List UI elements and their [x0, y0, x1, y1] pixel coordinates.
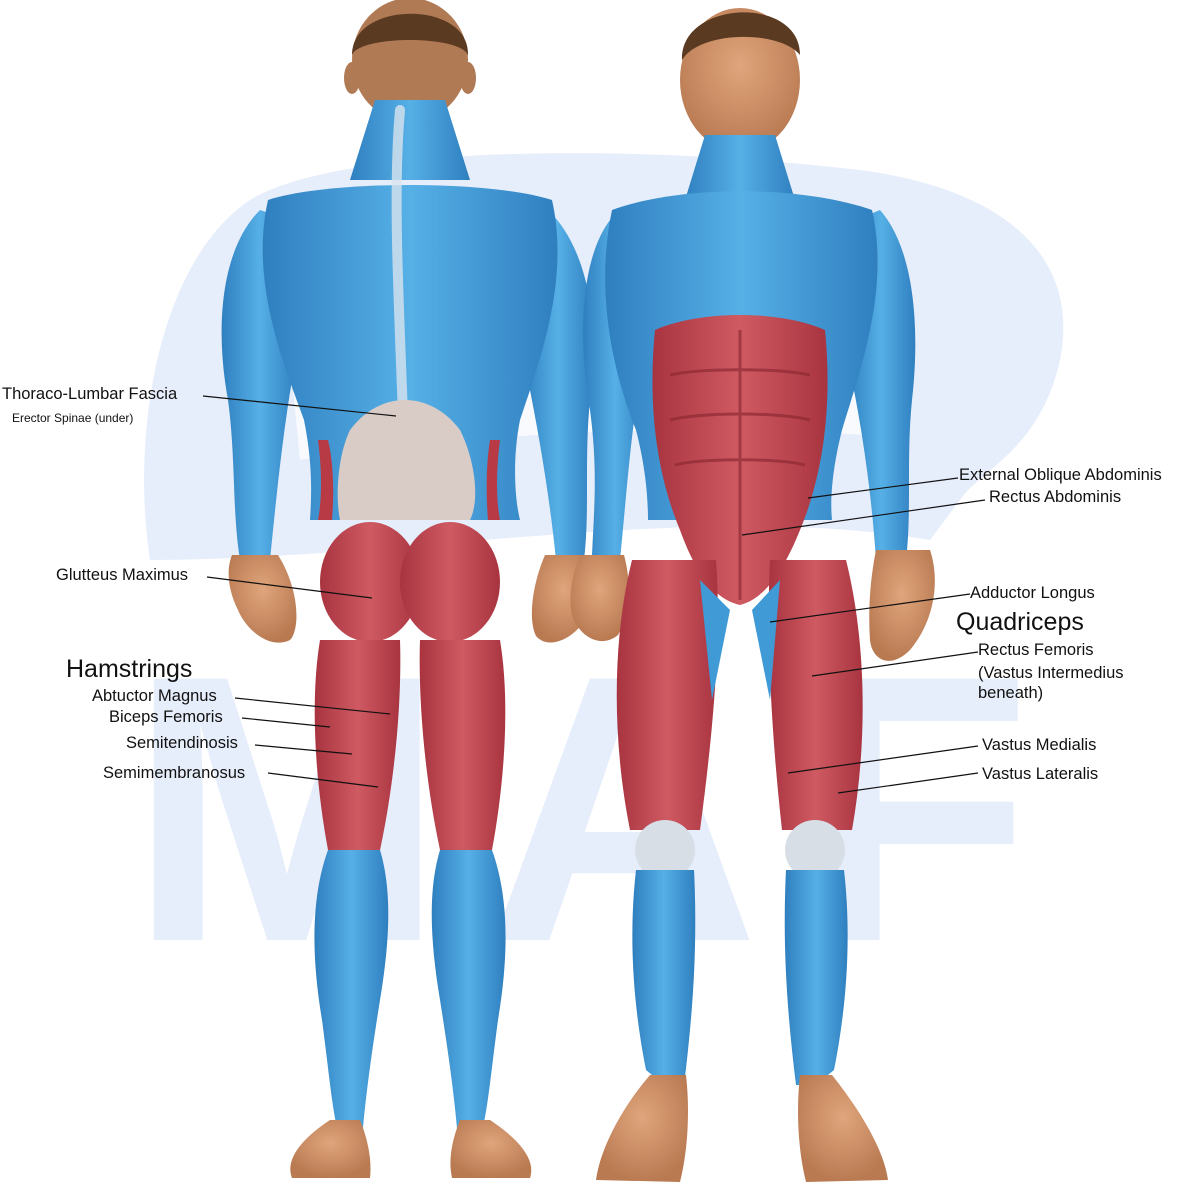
front-right-hand — [869, 550, 935, 661]
back-hair — [352, 13, 469, 55]
front-right-foot — [798, 1075, 888, 1182]
leader-semimembranosus — [267, 772, 379, 788]
label-vastus-intermedius: (Vastus Intermedius beneath) — [978, 664, 1124, 702]
label-erector-spinae: Erector Spinae (under) — [12, 411, 134, 425]
label-glutteus-maximus: Glutteus Maximus — [56, 566, 189, 584]
thoraco-lumbar-fascia-region — [337, 400, 476, 520]
back-left-foot — [290, 1120, 371, 1178]
leader-biceps — [241, 717, 331, 728]
front-view-figure — [570, 8, 935, 1182]
back-left-hand — [228, 555, 297, 643]
leader-rectus-femoris — [811, 651, 979, 677]
label-thoraco-lumbar-fascia: Thoraco-Lumbar Fascia — [2, 385, 178, 403]
label-semimembranosus: Semimembranosus — [103, 764, 246, 782]
glute-left — [320, 522, 420, 642]
leader-rectus-abdominis — [741, 499, 986, 536]
leader-external-oblique — [807, 477, 959, 499]
back-right-calf — [431, 850, 506, 1140]
front-head — [680, 8, 800, 152]
leader-adductor-longus — [769, 593, 971, 623]
leader-thoraco-lumbar — [202, 395, 397, 417]
label-adductor-longus: Adductor Longus — [970, 584, 1095, 602]
quad-right — [768, 560, 863, 830]
leader-vastus-medialis — [787, 745, 979, 774]
front-left-hand — [570, 555, 629, 642]
back-torso — [262, 185, 558, 520]
leader-semitendinosis — [254, 744, 353, 755]
label-vastus-lateralis: Vastus Lateralis — [982, 765, 1099, 783]
back-view-figure — [221, 0, 596, 1178]
adductor-right — [752, 580, 780, 700]
hamstring-left — [314, 640, 401, 850]
label-semitendinosis: Semitendinosis — [126, 734, 238, 752]
glute-right — [400, 522, 500, 642]
quad-left — [616, 560, 718, 830]
front-left-shin — [632, 870, 696, 1085]
adductor-left — [700, 580, 730, 700]
label-abtuctor-magnus: Abtuctor Magnus — [92, 687, 217, 705]
hamstring-right — [419, 640, 506, 850]
label-rectus-femoris: Rectus Femoris — [978, 641, 1094, 659]
label-vastus-medialis: Vastus Medialis — [982, 736, 1097, 754]
front-left-foot — [596, 1075, 688, 1182]
front-hair — [681, 12, 800, 60]
label-biceps-femoris: Biceps Femoris — [109, 708, 223, 726]
leader-abtuctor — [234, 697, 391, 715]
back-left-calf — [314, 850, 389, 1140]
watermark-text: MAF — [128, 596, 1071, 1021]
leader-vastus-lateralis — [837, 772, 979, 794]
label-rectus-abdominis: Rectus Abdominis — [989, 488, 1122, 506]
leader-glutteus — [206, 576, 373, 599]
leader-lines — [202, 395, 986, 794]
label-hamstrings-heading: Hamstrings — [66, 655, 193, 683]
label-external-oblique: External Oblique Abdominis — [959, 466, 1162, 484]
back-right-foot — [450, 1120, 532, 1178]
front-right-shin — [784, 870, 848, 1085]
label-quadriceps-heading: Quadriceps — [956, 608, 1084, 636]
